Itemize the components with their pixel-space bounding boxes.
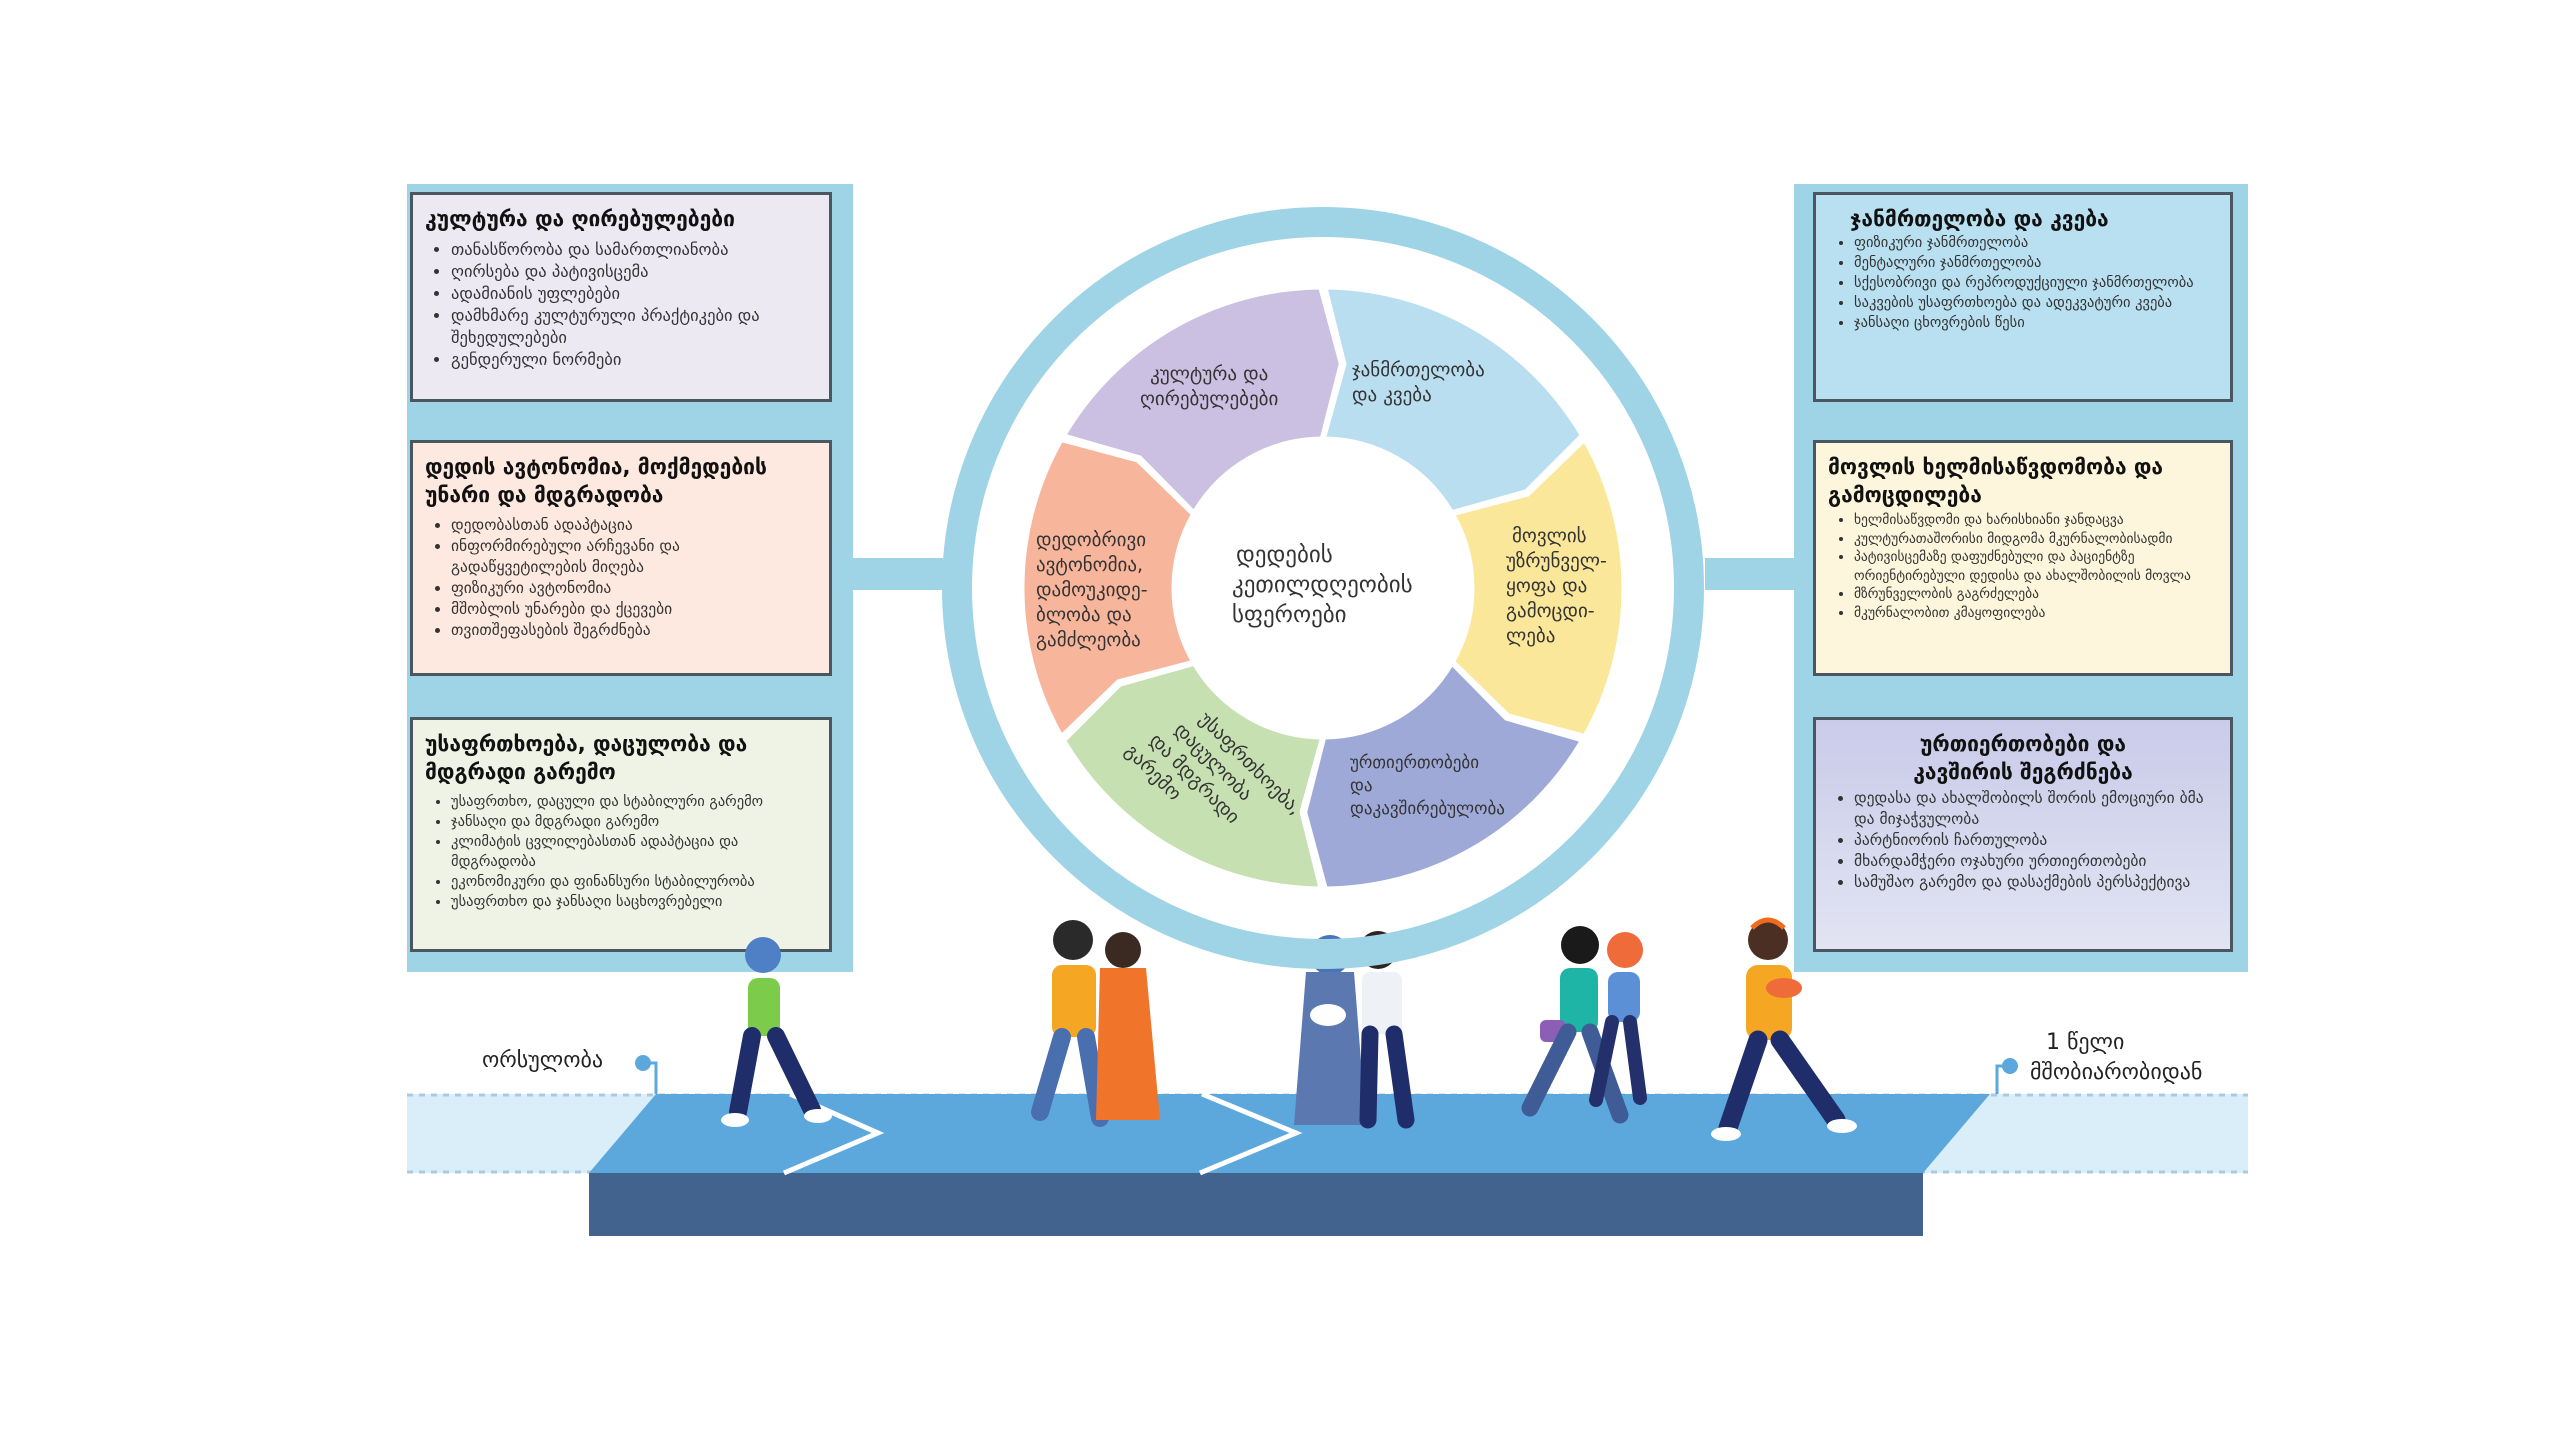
list-item: უსაფრთხო და ჯანსაღი საცხოვრებელი: [451, 892, 817, 912]
box-title: დედის ავტონომია, მოქმედების უნარი და მდგ…: [425, 455, 767, 507]
list-item: სქესობრივი და რეპროდუქციული ჯანმრთელობა: [1854, 273, 2218, 293]
list-item: თვითშეფასების შეგრძნება: [451, 620, 817, 641]
wheel-center-title: დედების კეთილდღეობის სფეროები: [1232, 540, 1413, 630]
wheel-segment-safety: [1062, 662, 1324, 890]
list-item: ინფორმირებული არჩევანი და გადაწყვეტილები…: [451, 536, 817, 578]
list-item: ჯანსაღი და მდგრადი გარემო: [451, 812, 817, 832]
parents-with-newborn-figure: [1294, 931, 1415, 1129]
mother-carrying-baby-figure: [1711, 917, 1857, 1141]
timeline-start-label: ორსულობა: [482, 1048, 604, 1073]
title-line: სფეროები: [1232, 602, 1347, 628]
end-marker-dot: [2002, 1058, 2018, 1074]
box-maternal-autonomy: დედის ავტონომია, მოქმედების უნარი და მდგ…: [410, 440, 832, 676]
title-line: დედების: [1236, 542, 1333, 568]
list-item: მზრუნველობის გაგრძელება: [1854, 585, 2218, 604]
right-connector: [1705, 558, 1795, 590]
label-line: უზრუნველ-: [1506, 550, 1607, 572]
label-line: ურთიერთობები: [1350, 753, 1479, 773]
list-item: მხარდამჭერი ოჯახური ურთიერთობები: [1854, 851, 2218, 872]
timeline-end-label: 1 წელი მშობიარობიდან: [2030, 1028, 2202, 1088]
list-item: სამუშაო გარემო და დასაქმების პერსპექტივა: [1854, 872, 2218, 893]
list-item: გენდერული ნორმები: [451, 349, 817, 371]
box-safety-environment: უსაფრთხოება, დაცულობა და მდგრადი გარემო …: [410, 717, 832, 952]
box-title: კულტურა და ღირებულებები: [425, 207, 735, 231]
segment-label-health: ჯანმრთელობა და კვება: [1352, 358, 1485, 408]
label-line: დამოუკიდე-: [1036, 579, 1148, 601]
label-line: დაკავშირებულობა: [1350, 799, 1505, 819]
list-item: ფიზიკური ავტონომია: [451, 578, 817, 599]
wheel-segment-autonomy: [1021, 438, 1195, 738]
segment-label-care: მოვლის უზრუნველ- ყოფა და გამოცდი- ლება: [1506, 524, 1607, 649]
end-label-line: მშობიარობიდან: [2030, 1060, 2203, 1085]
pregnant-woman-walking-figure: [721, 937, 832, 1127]
label-line: კულტურა და: [1150, 363, 1269, 385]
label-line: და კვება: [1352, 384, 1432, 406]
list-item: პარტნიორის ჩართულობა: [1854, 830, 2218, 851]
wheel-segment-health: [1322, 286, 1584, 514]
list-item: ხელმისაწვდომი და ხარისხიანი ჯანდაცვა: [1854, 511, 2218, 530]
list-item: საკვების უსაფრთხოება და ადეკვატური კვება: [1854, 293, 2218, 313]
label-line: გამოცდი-: [1506, 600, 1595, 622]
list-item: თანასწორობა და სამართლიანობა: [451, 239, 817, 261]
outer-cycle-ring: [942, 207, 1704, 969]
list-item: პატივისცემაზე დაფუძნებული და პაციენტზე ო…: [1854, 548, 2218, 585]
left-connector: [853, 558, 943, 590]
chevron-arrow-icon: [1199, 1091, 1303, 1176]
couple-expecting-figure: [1031, 920, 1160, 1127]
box-title: მოვლის ხელმისაწვდომობა და გამოცდილება: [1828, 455, 2164, 507]
label-line: ჯანმრთელობა: [1352, 359, 1485, 381]
label-line: და: [1350, 776, 1373, 796]
title-line: კეთილდღეობის: [1232, 572, 1413, 598]
label-line: ყოფა და: [1506, 575, 1588, 597]
box-title: უსაფრთხოება, დაცულობა და მდგრადი გარემო: [425, 732, 748, 784]
label-line: ღირებულებები: [1140, 388, 1279, 410]
list-item: ჯანსაღი ცხოვრების წესი: [1854, 313, 2218, 333]
list-item: კულტურათაშორისი მიდგომა მკურნალობისადმი: [1854, 530, 2218, 549]
list-item: მკურნალობით კმაყოფილება: [1854, 604, 2218, 623]
list-item: მენტალური ჯანმრთელობა: [1854, 253, 2218, 273]
wheel-segment-culture: [1062, 286, 1342, 515]
list-item: ფიზიკური ჯანმრთელობა: [1854, 233, 2218, 253]
list-item: დამხმარე კულტურული პრაქტიკები და შეხედულ…: [451, 305, 817, 349]
segment-label-autonomy: დედობრივი ავტონომია, დამოუკიდე- ბლობა და…: [1036, 528, 1148, 653]
road-side: [589, 1173, 1923, 1236]
label-line: ლება: [1506, 625, 1556, 647]
label-line: გამძლეობა: [1036, 629, 1141, 651]
label-line: მოვლის: [1512, 525, 1587, 547]
label-line: დედობრივი: [1036, 529, 1147, 551]
box-health-nutrition: ჯანმრთელობა და კვება ფიზიკური ჯანმრთელობ…: [1813, 192, 2233, 402]
wheel-center-circle: [1175, 440, 1471, 736]
list-item: უსაფრთხო, დაცული და სტაბილური გარემო: [451, 792, 817, 812]
two-women-walking-figure: [1521, 926, 1647, 1124]
segment-label-relationships: ურთიერთობები და დაკავშირებულობა: [1350, 752, 1505, 821]
list-item: კლიმატის ცვლილებასთან ადაპტაცია და მდგრა…: [451, 832, 817, 872]
box-relationships: ურთიერთობები და კავშირის შეგრძნება დედას…: [1813, 717, 2233, 952]
list-item: ეკონომიკური და ფინანსური სტაბილურობა: [451, 872, 817, 892]
list-item: ადამიანის უფლებები: [451, 283, 817, 305]
box-title: ჯანმრთელობა და კვება: [1850, 207, 2109, 231]
list-item: დედასა და ახალშობილს შორის ემოციური ბმა …: [1854, 788, 2218, 830]
wheel-segment-relationships: [1304, 661, 1584, 890]
list-item: მშობლის უნარები და ქცევები: [451, 599, 817, 620]
end-label-line: 1 წელი: [2046, 1030, 2125, 1055]
list-item: დედობასთან ადაპტაცია: [451, 515, 817, 536]
box-title: ურთიერთობები და კავშირის შეგრძნება: [1913, 732, 2133, 784]
box-care-access: მოვლის ხელმისაწვდომობა და გამოცდილება ხე…: [1813, 440, 2233, 676]
segment-label-culture: კულტურა და ღირებულებები: [1140, 362, 1278, 412]
list-item: ღირსება და პატივისცემა: [451, 261, 817, 283]
label-line: ბლობა და: [1036, 604, 1132, 626]
wheel-segment-care: [1451, 438, 1625, 738]
start-marker-dot: [635, 1055, 651, 1071]
box-culture-values: კულტურა და ღირებულებები თანასწორობა და ს…: [410, 192, 832, 402]
label-line: ავტონომია,: [1036, 554, 1144, 576]
